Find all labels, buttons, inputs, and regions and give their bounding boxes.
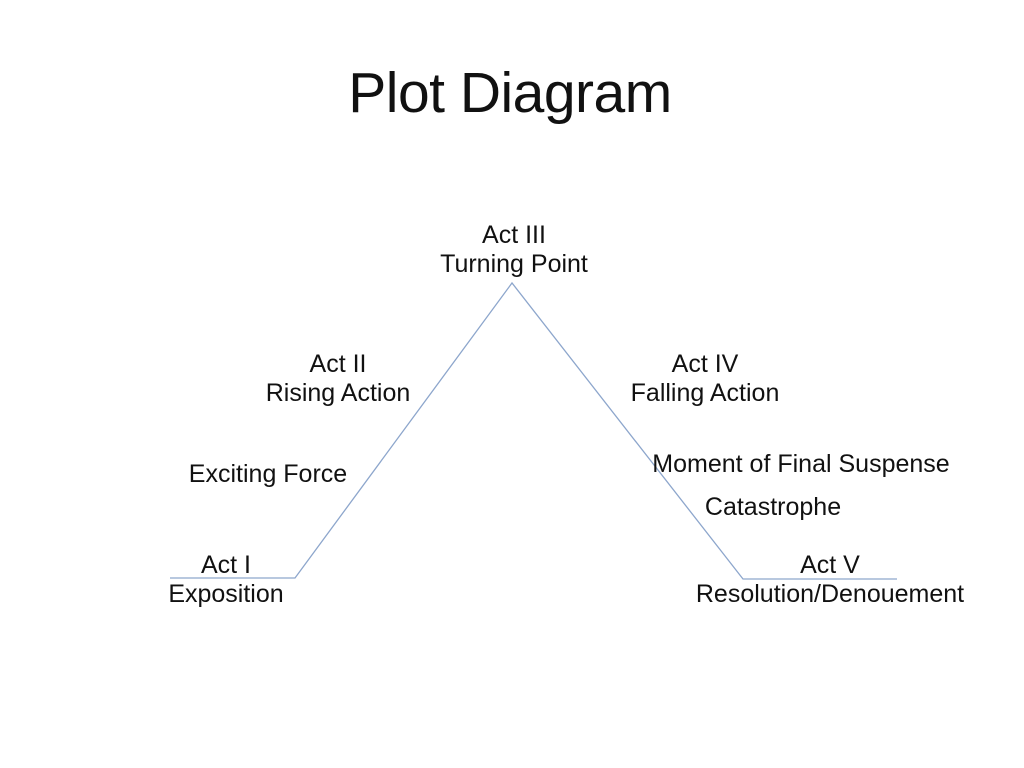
label-act-stage: Rising Action [265, 379, 411, 407]
label-act-stage: Moment of Final Suspense [652, 450, 950, 478]
label-act5-resolution: Act V Resolution/Denouement [696, 551, 964, 609]
label-catastrophe: Catastrophe [705, 493, 841, 522]
label-act-number: Act IV [671, 350, 739, 378]
label-act-number: Act I [200, 551, 252, 579]
label-act3-turning-point: Act III Turning Point [440, 221, 588, 279]
label-act2-rising-action: Act II Rising Action [266, 350, 411, 408]
slide-title: Plot Diagram [348, 61, 672, 125]
label-act1-exposition: Act I Exposition [168, 551, 283, 609]
label-act-stage: Turning Point [440, 250, 588, 278]
label-moment-of-final-suspense: Moment of Final Suspense [652, 450, 949, 479]
label-act-stage: Exposition [168, 580, 284, 608]
label-act-stage: Resolution/Denouement [695, 580, 965, 608]
label-act-number: Act III [482, 221, 546, 249]
label-act-number: Act II [309, 350, 367, 378]
label-act-stage: Falling Action [630, 379, 780, 407]
label-act-stage: Exciting Force [188, 460, 348, 488]
label-exciting-force: Exciting Force [189, 460, 347, 489]
label-act-stage: Catastrophe [704, 493, 842, 521]
label-act-number: Act V [800, 551, 860, 579]
label-act4-falling-action: Act IV Falling Action [631, 350, 780, 408]
